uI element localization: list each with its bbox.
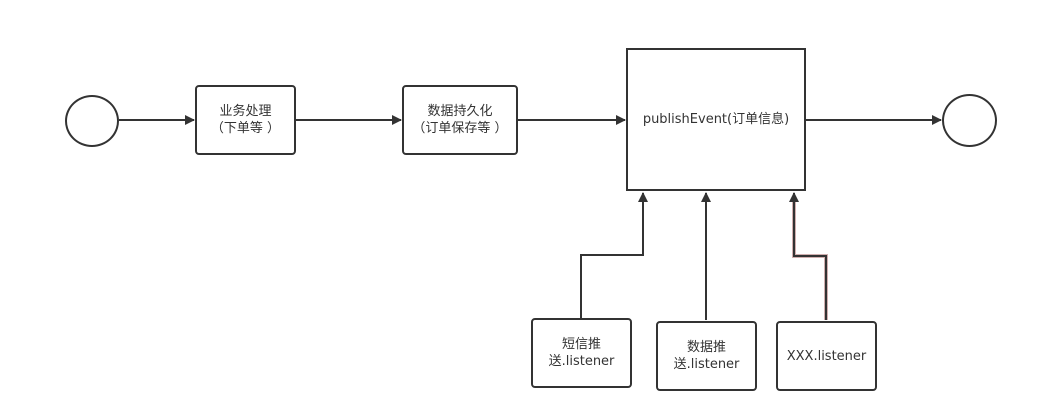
edge-xxx-to-publish [789,192,827,320]
edge-xxx-to-publish-highlight [792,199,828,320]
edge-sms-to-publish [580,192,648,318]
xxx-listener-label: XXX.listener [786,348,867,364]
publish-event-node: publishEvent(订单信息) [626,48,806,191]
persist-node: 数据持久化 （订单保存等 ） [402,85,518,155]
datapush-listener-label: 数据推 送.listener [673,340,740,372]
end-node [942,94,997,147]
publish-event-label: publishEvent(订单信息) [642,112,790,127]
datapush-listener-node: 数据推 送.listener [656,321,757,391]
business-process-node: 业务处理 （下单等 ） [195,85,296,155]
xxx-listener-node: XXX.listener [776,321,877,391]
start-node [65,95,119,147]
persist-label: 数据持久化 （订单保存等 ） [412,104,508,136]
sms-listener-label: 短信推 送.listener [548,337,615,369]
sms-listener-node: 短信推 送.listener [531,318,632,388]
business-process-label: 业务处理 （下单等 ） [210,104,281,136]
